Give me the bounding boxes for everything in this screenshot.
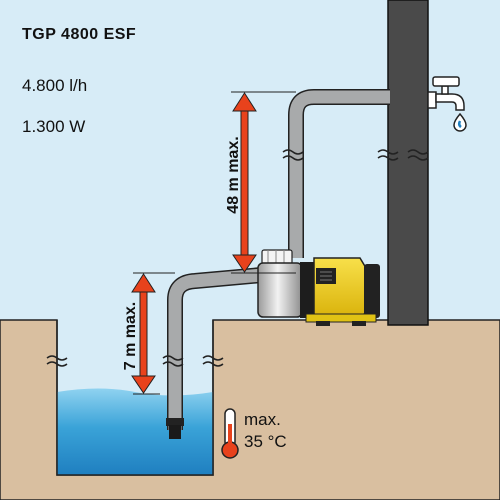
delivery-height-arrow bbox=[232, 92, 257, 273]
basin-wall bbox=[56, 320, 214, 476]
temperature-value: 35 °C bbox=[244, 432, 287, 451]
water-basin bbox=[57, 388, 213, 475]
filler-cap bbox=[261, 249, 293, 265]
tap-icon bbox=[427, 76, 467, 132]
post bbox=[387, 0, 429, 326]
suction-depth-arrow bbox=[131, 273, 156, 394]
temperature-label: max. bbox=[244, 410, 281, 429]
break-marks bbox=[46, 149, 429, 367]
motor-fan-cover bbox=[364, 264, 380, 318]
pump-housing bbox=[257, 262, 303, 318]
power-rating: 1.300 W bbox=[22, 117, 86, 136]
thermometer-icon bbox=[221, 408, 239, 459]
pump-flange bbox=[300, 262, 316, 318]
pump bbox=[257, 249, 380, 326]
delivery-height-label: 48 m max. bbox=[225, 136, 242, 214]
delivery-hose bbox=[288, 89, 390, 258]
motor-casing bbox=[313, 257, 367, 319]
flow-rate: 4.800 l/h bbox=[22, 76, 88, 95]
model-name: TGP 4800 ESF bbox=[22, 26, 137, 43]
suction-depth-label: 7 m max. bbox=[122, 301, 139, 371]
pump-base bbox=[305, 313, 377, 323]
foot-valve bbox=[166, 418, 184, 439]
